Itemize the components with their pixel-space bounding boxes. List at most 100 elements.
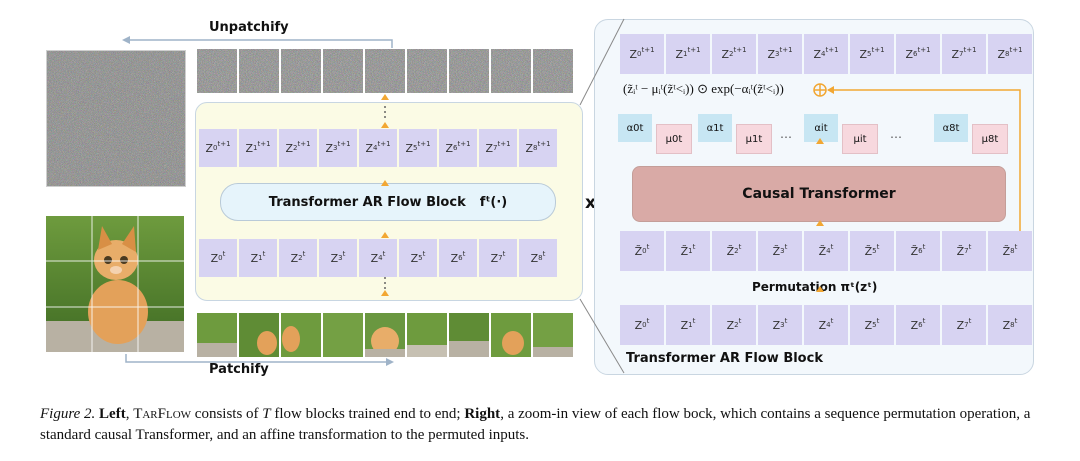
panel-title: Transformer AR Flow Block [626, 351, 823, 366]
noise-patch [449, 49, 489, 93]
patchify-arrow [125, 354, 394, 366]
noise-image [46, 50, 186, 187]
mu-i-box: μit [842, 124, 878, 154]
noise-patch [323, 49, 363, 93]
permutation-label: Permutation πᵗ(zᵗ) [752, 280, 878, 294]
alpha-i-box: αit [804, 114, 838, 142]
cat-patch [239, 313, 279, 357]
noise-patch [365, 49, 405, 93]
block-function: fᵗ(·) [479, 194, 508, 210]
mu-8-box: μ8t [972, 124, 1008, 154]
noise-patch-strip [197, 49, 573, 93]
affine-formula: (z̃ᵢᵗ − μᵢᵗ(z̃ᵗ<ᵢ)) ⊙ exp(−αᵢᵗ(z̃ᵗ<ᵢ)) [623, 81, 784, 96]
mu-1-box: μ1t [736, 124, 772, 154]
caption-part1: consists of [191, 406, 263, 422]
alpha-mu-row: α0t μ0t α1t μ1t ⋯ αit μit ⋯ α8t μ8t [618, 104, 1018, 154]
unpatchify-label: Unpatchify [209, 20, 289, 35]
cat-patch [491, 313, 531, 357]
causal-transformer-block: Causal Transformer [632, 166, 1006, 222]
mu-0-box: μ0t [656, 124, 692, 154]
cat-patch [281, 313, 321, 357]
block-label: Transformer AR Flow Block [268, 194, 466, 210]
caption-fig-label: Figure 2. [40, 406, 96, 422]
patchify-label: Patchify [209, 362, 269, 377]
figure-caption: Figure 2. Left, TarFlow consists of T fl… [40, 406, 1031, 443]
noise-patch [491, 49, 531, 93]
zoom-connector-lines [579, 18, 625, 374]
cat-patch [533, 313, 573, 357]
right-arrows [816, 138, 824, 292]
alpha-0-box: α0t [618, 114, 652, 142]
caption-right-word: Right [464, 406, 501, 422]
caption-part3: , a zoom-in view of each flow bock, whic… [40, 406, 1031, 443]
middle-arrows [381, 94, 389, 296]
ellipsis: ⋯ [780, 130, 792, 144]
cat-patch [365, 313, 405, 357]
ellipsis: ⋯ [890, 130, 902, 144]
cat-patch [449, 313, 489, 357]
unpatchify-arrow [122, 36, 393, 48]
caption-part2: flow blocks trained end to end; [270, 406, 465, 422]
noise-patch [197, 49, 237, 93]
caption-tarflow: TarFlow [133, 406, 192, 422]
cat-image [46, 216, 184, 352]
alpha-1-box: α1t [698, 114, 732, 142]
caption-T: T [262, 406, 271, 422]
cat-patch-strip [197, 313, 573, 357]
cat-patch [323, 313, 363, 357]
transformer-ar-flow-block: Transformer AR Flow Block fᵗ(·) [220, 183, 556, 221]
noise-patch [533, 49, 573, 93]
noise-patch [239, 49, 279, 93]
alpha-8-box: α8t [934, 114, 968, 142]
cat-patch [407, 313, 447, 357]
caption-left-word: Left [99, 406, 126, 422]
noise-patch [281, 49, 321, 93]
noise-patch [407, 49, 447, 93]
